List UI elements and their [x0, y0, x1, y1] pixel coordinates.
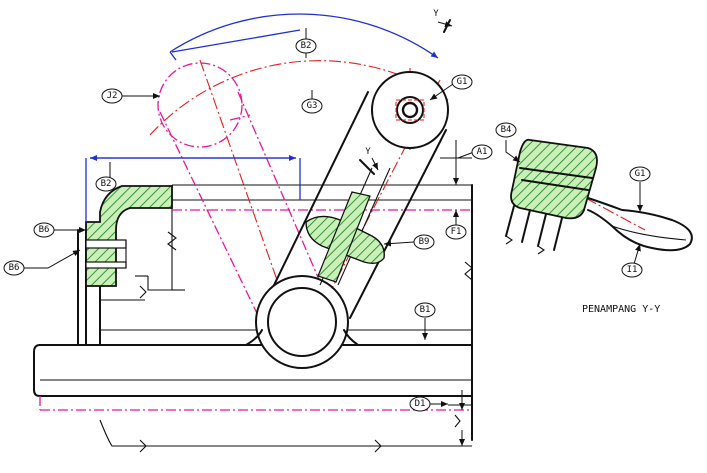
label-i1: I1	[621, 262, 643, 278]
svg-text:I1: I1	[627, 265, 638, 275]
svg-text:B6: B6	[39, 225, 50, 235]
label-bubbles: B2 J2 G3 G1 B4 A1 B2 F1	[3, 38, 651, 412]
phantom-arm	[39, 62, 472, 411]
svg-text:F1: F1	[451, 227, 462, 237]
svg-text:B4: B4	[501, 125, 512, 135]
section-mark-y-top: Y	[433, 9, 439, 19]
dimensions	[85, 13, 472, 447]
label-g1-top: G1	[451, 74, 473, 90]
svg-text:B6: B6	[9, 263, 20, 273]
svg-text:B2: B2	[301, 41, 312, 51]
section-mark-y-arm: Y	[365, 147, 371, 157]
label-f1: F1	[445, 224, 467, 240]
leaders	[22, 28, 643, 407]
label-a1: A1	[471, 144, 493, 160]
svg-text:B1: B1	[420, 305, 431, 315]
arm-section-hatch	[305, 191, 385, 283]
label-b2-arc: B2	[295, 38, 317, 54]
label-b6-lower: B6	[3, 260, 25, 276]
section-caption: PENAMPANG Y-Y	[582, 304, 660, 315]
label-b6-upper: B6	[33, 222, 55, 238]
label-j2: J2	[101, 88, 123, 104]
main-arm	[245, 71, 449, 369]
label-g3: G3	[301, 98, 323, 114]
hatched-bracket	[85, 185, 173, 287]
svg-text:B9: B9	[419, 237, 430, 247]
label-d1: D1	[409, 396, 431, 412]
svg-text:G1: G1	[457, 77, 468, 87]
label-b4: B4	[495, 122, 517, 138]
label-g1-right: G1	[629, 166, 651, 182]
label-b1: B1	[414, 302, 436, 318]
svg-text:J2: J2	[107, 91, 118, 101]
svg-text:A1: A1	[477, 147, 488, 157]
svg-text:G1: G1	[635, 169, 646, 179]
svg-text:G3: G3	[307, 101, 318, 111]
label-b9: B9	[413, 234, 435, 250]
svg-text:B2: B2	[101, 179, 112, 189]
svg-text:D1: D1	[415, 399, 426, 409]
label-b2-left: B2	[95, 176, 117, 192]
section-yy-detail	[437, 19, 693, 255]
